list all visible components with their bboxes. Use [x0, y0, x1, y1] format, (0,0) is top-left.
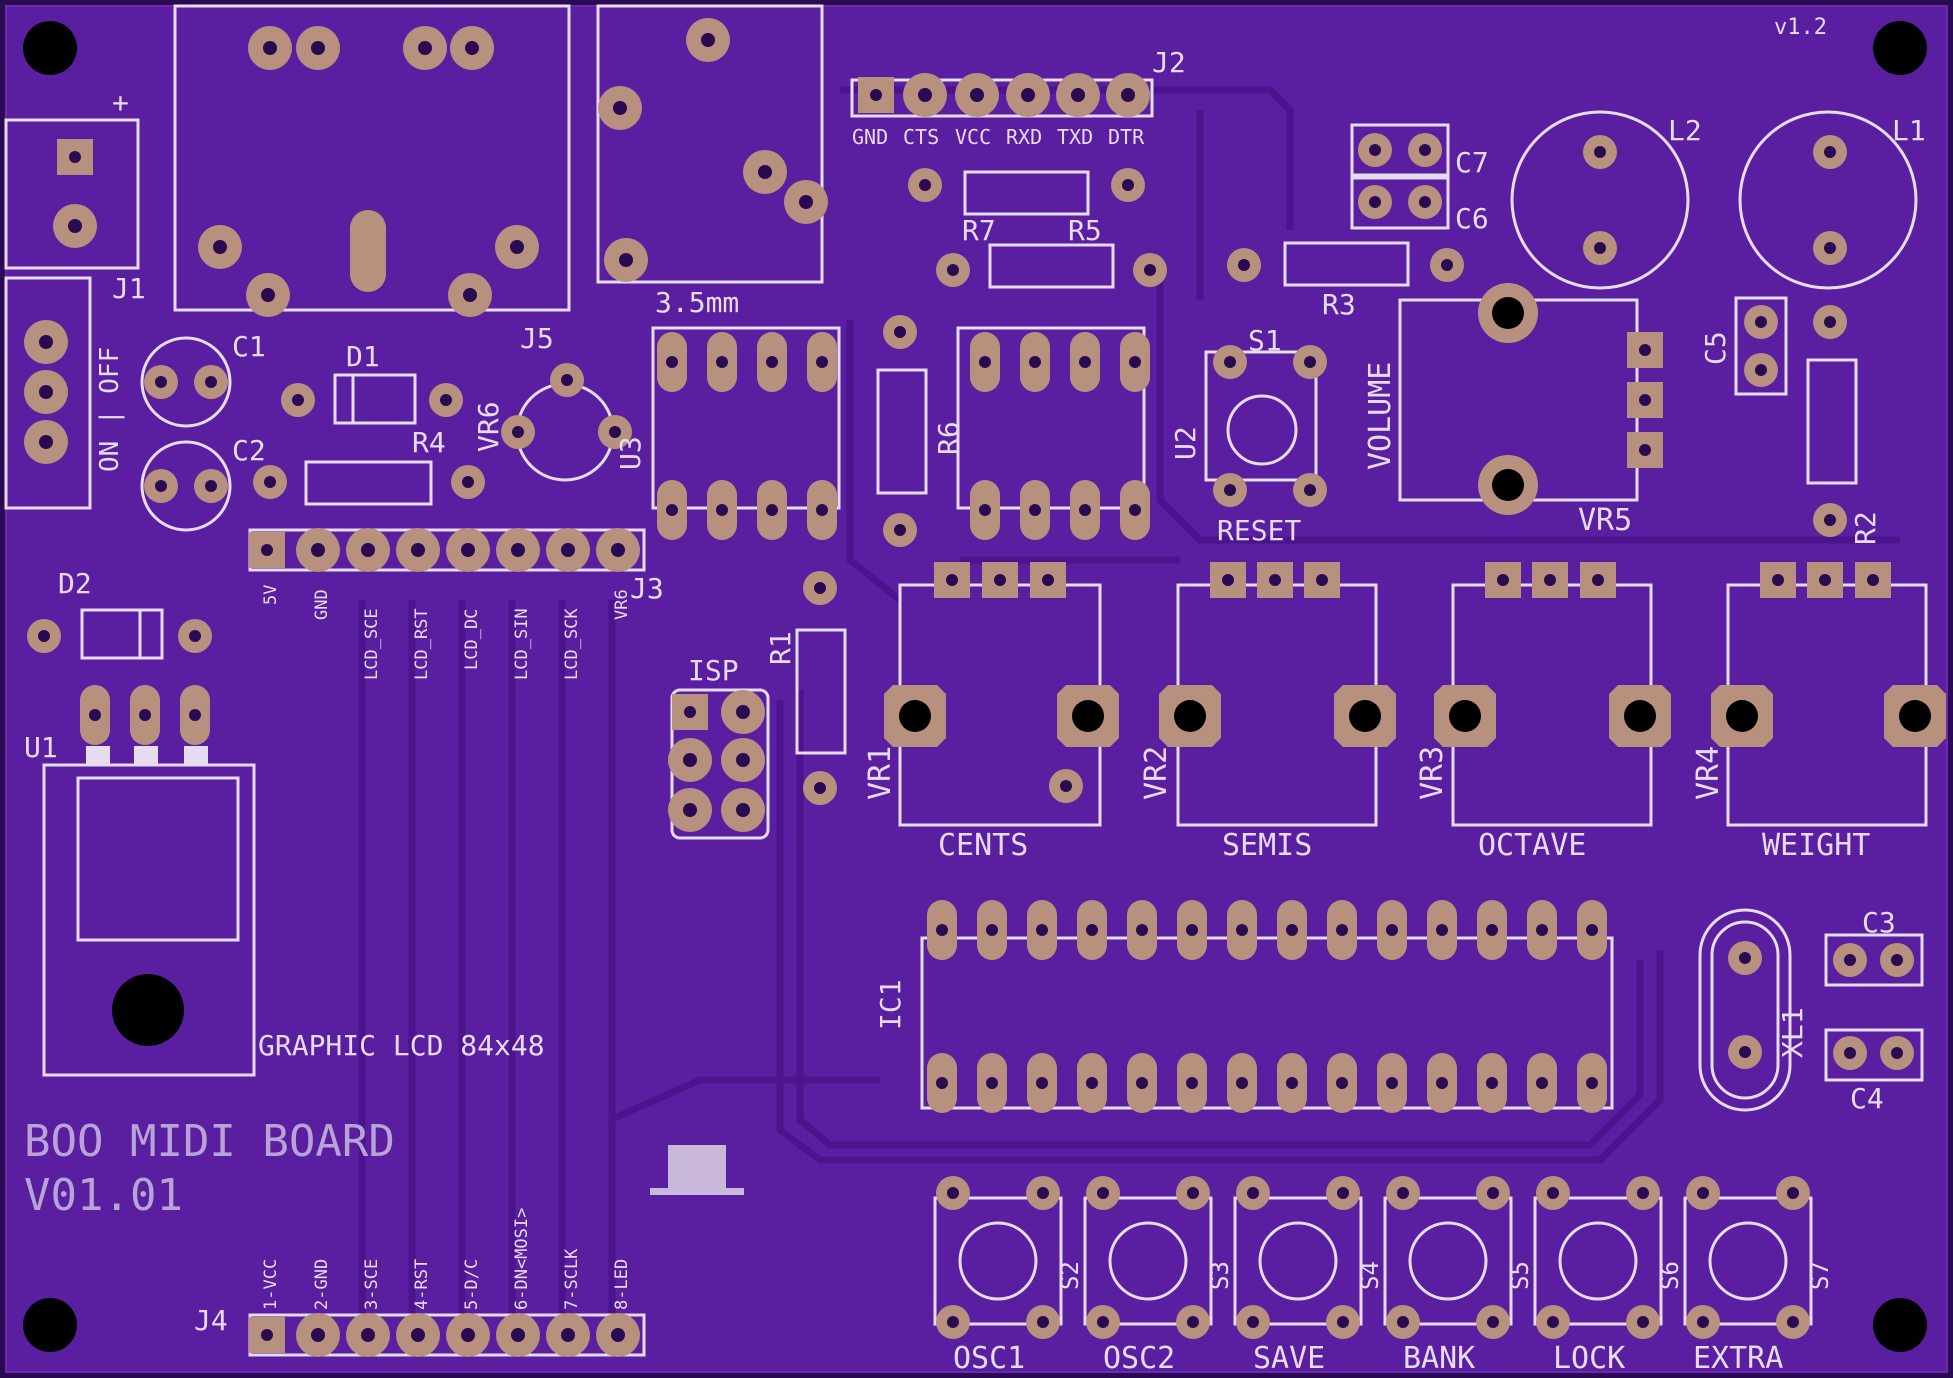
j2-pin-label: GND: [852, 125, 888, 149]
button-label-lock: LOCK: [1553, 1341, 1625, 1376]
pot-label-octave: OCTAVE: [1478, 828, 1586, 863]
j2-pin-label: DTR: [1108, 125, 1145, 149]
j4-pin-label: 4-RST: [412, 1259, 432, 1310]
j4-pin-label: 7-SCLK: [562, 1248, 582, 1310]
pot-id: VR3: [1415, 746, 1450, 800]
u1-regulator: [86, 746, 208, 1046]
label-r7: R7: [962, 214, 996, 247]
label-s1: S1: [1248, 324, 1282, 357]
label-u3: U3: [614, 436, 647, 470]
label-l1: L1: [1892, 114, 1926, 147]
button-id: S2: [1056, 1261, 1084, 1290]
pot-label-volume: VOLUME: [1363, 362, 1398, 470]
label-r3: R3: [1322, 288, 1356, 321]
pot-id: VR4: [1691, 746, 1726, 800]
label-c2: C2: [232, 434, 266, 467]
label-j3: J3: [630, 572, 664, 605]
label-j2: J2: [1152, 46, 1186, 79]
button-label-save: SAVE: [1253, 1341, 1325, 1376]
j4-pin-label: 8-LED: [612, 1259, 632, 1310]
label-c5: C5: [1699, 331, 1732, 365]
j2-pin-label: CTS: [903, 125, 939, 149]
button-id: S7: [1806, 1261, 1834, 1290]
button-id: S4: [1356, 1261, 1384, 1290]
pot-id: VR2: [1139, 746, 1174, 800]
label-c4: C4: [1850, 1082, 1884, 1115]
copper-traces: [358, 86, 1900, 1330]
label-d1: D1: [346, 340, 380, 373]
label-r5: R5: [1068, 214, 1102, 247]
label-isp: ISP: [688, 654, 739, 687]
label-on-off: ON | OFF: [95, 347, 125, 472]
pot-label-cents: CENTS: [938, 828, 1028, 863]
pads: [24, 18, 1946, 1357]
pot-id: VR5: [1578, 503, 1632, 538]
label-j1: J1: [112, 272, 146, 305]
label-c3: C3: [1862, 906, 1896, 939]
button-label-osc1: OSC1: [953, 1341, 1025, 1376]
button-id: S5: [1506, 1261, 1534, 1290]
label-r1: R1: [764, 631, 797, 665]
j3-pin-label: LCD_SIN: [512, 608, 532, 680]
j2-pin-label: TXD: [1057, 125, 1093, 149]
label-c1: C1: [232, 330, 266, 363]
j4-pin-label: 3-SCE: [362, 1259, 382, 1310]
push-buttons: [933, 1196, 1813, 1326]
j2-pin-label: RXD: [1006, 125, 1042, 149]
pot-label-weight: WEIGHT: [1762, 828, 1870, 863]
label-u2: U2: [1169, 426, 1202, 460]
label-reset: RESET: [1217, 514, 1301, 547]
j3-pin-label: GND: [312, 589, 332, 620]
j4-pin-label: 6-DN<MOSI>: [512, 1208, 532, 1310]
label-r2: R2: [1849, 511, 1882, 545]
pot-label-semis: SEMIS: [1222, 828, 1312, 863]
j3-pin-label: LCD_SCK: [562, 608, 582, 680]
j3-pin-label: LCD_RST: [412, 608, 432, 680]
board-subtitle: V01.01: [24, 1170, 183, 1221]
pot-id: VR1: [863, 746, 898, 800]
button-label-extra: EXTRA: [1693, 1341, 1783, 1376]
label-j4: J4: [194, 1304, 228, 1337]
label-r4: R4: [412, 426, 446, 459]
label-j5: J5: [520, 322, 554, 355]
button-label-bank: BANK: [1403, 1341, 1475, 1376]
label-c6: C6: [1455, 202, 1489, 235]
j4-pin-label: 1-VCC: [261, 1259, 281, 1310]
label-audio: 3.5mm: [655, 286, 739, 319]
j4-pin-label: 5-D/C: [462, 1259, 482, 1310]
j3-pin-label: 5V: [261, 585, 281, 605]
label-lcd: GRAPHIC LCD 84x48: [258, 1029, 545, 1062]
mounting-holes: [23, 21, 1927, 1352]
button-label-osc2: OSC2: [1103, 1341, 1175, 1376]
label-u1: U1: [24, 731, 58, 764]
silk-marker: [668, 1145, 726, 1190]
j3-pin-label: VR6: [612, 589, 632, 620]
label-l2: L2: [1668, 114, 1702, 147]
j2-pin-label: VCC: [955, 125, 991, 149]
board-version: v1.2: [1774, 15, 1827, 40]
j4-pin-label: 2-GND: [312, 1259, 332, 1310]
label-vr6: VR6: [472, 401, 505, 452]
label-ic1: IC1: [874, 979, 907, 1030]
label-d2: D2: [58, 567, 92, 600]
label-c7: C7: [1455, 146, 1489, 179]
j3-pin-label: LCD_DC: [462, 609, 482, 670]
button-id: S6: [1656, 1261, 1684, 1290]
button-id: S3: [1206, 1261, 1234, 1290]
label-plus: +: [112, 86, 129, 119]
board-title: BOO MIDI BOARD: [24, 1116, 395, 1167]
label-xl1: XL1: [1776, 1007, 1809, 1058]
label-r6: R6: [932, 421, 965, 455]
j3-pin-label: LCD_SCE: [362, 608, 382, 680]
silk-marker-base: [650, 1188, 744, 1195]
